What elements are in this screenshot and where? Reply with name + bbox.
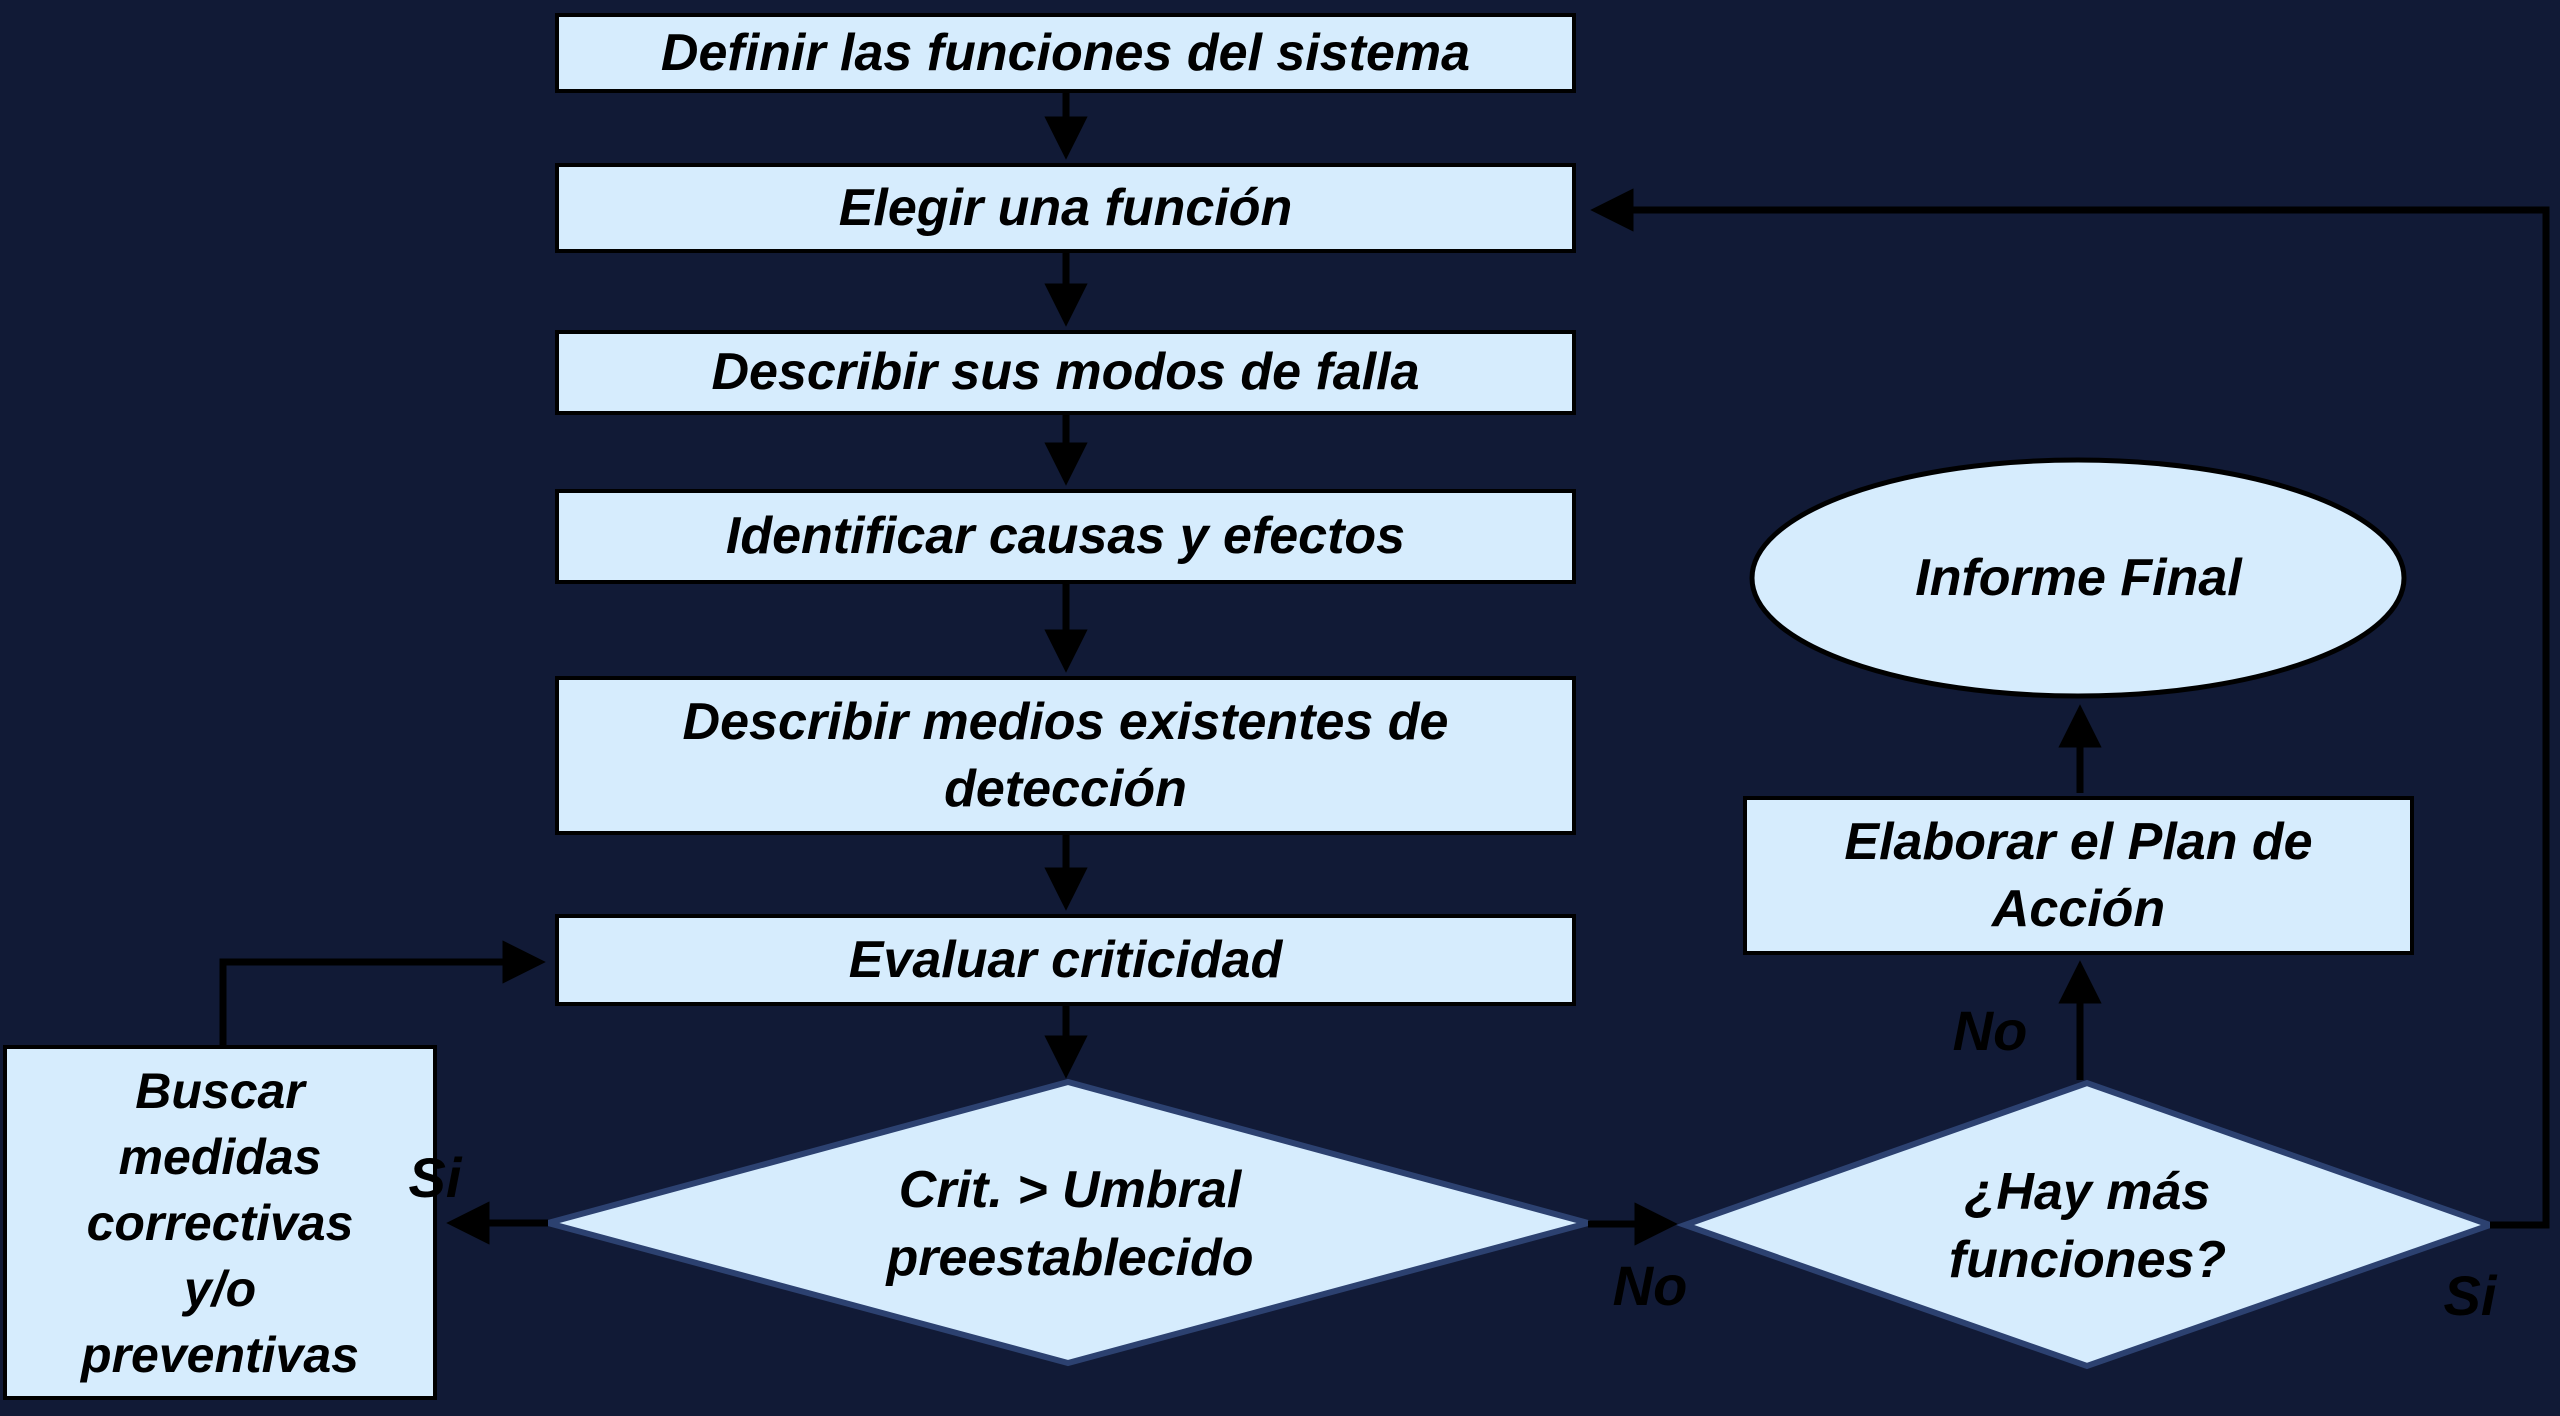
arrow-buscar-evaluar-loop xyxy=(219,940,546,1045)
process-box-modos-falla: Describir sus modos de falla xyxy=(555,330,1576,415)
edge-label-no-up: No xyxy=(1952,998,2028,1062)
process-box-evaluar-criticidad: Evaluar criticidad xyxy=(555,914,1576,1006)
decision-diamond-hay-mas xyxy=(1675,1079,2500,1370)
edge-label-no-middle: No xyxy=(1612,1253,1688,1317)
edge-label-si-left: Si xyxy=(408,1146,462,1209)
process-label: Evaluar criticidad xyxy=(848,930,1283,989)
process-box-plan-accion: Elaborar el Plan de Acción xyxy=(1743,796,2414,955)
edge-label-si-right: Si xyxy=(2443,1263,2497,1327)
process-label: Definir las funciones del sistema xyxy=(660,23,1471,82)
process-box-buscar-medidas: Buscar medidas correctivas y/o preventiv… xyxy=(3,1045,437,1400)
process-box-causas-efectos: Identificar causas y efectos xyxy=(555,489,1576,584)
process-label: Elaborar el Plan de Acción xyxy=(1844,812,2313,938)
decision-diamond-criticidad xyxy=(536,1078,1600,1367)
process-label: Identificar causas y efectos xyxy=(725,507,1406,566)
terminator-ellipse-informe-final xyxy=(1749,457,2407,699)
process-label: Describir medios existentes de detección xyxy=(682,692,1449,818)
arrow-haymas-elegir-si-feedback xyxy=(1590,188,2550,1229)
process-box-medios-deteccion: Describir medios existentes de detección xyxy=(555,676,1576,835)
process-label: Describir sus modos de falla xyxy=(711,343,1420,402)
process-box-definir-funciones: Definir las funciones del sistema xyxy=(555,13,1576,93)
process-label: Buscar medidas correctivas y/o preventiv… xyxy=(81,1062,359,1383)
process-box-elegir-funcion: Elegir una función xyxy=(555,163,1576,253)
process-label: Elegir una función xyxy=(838,178,1293,237)
